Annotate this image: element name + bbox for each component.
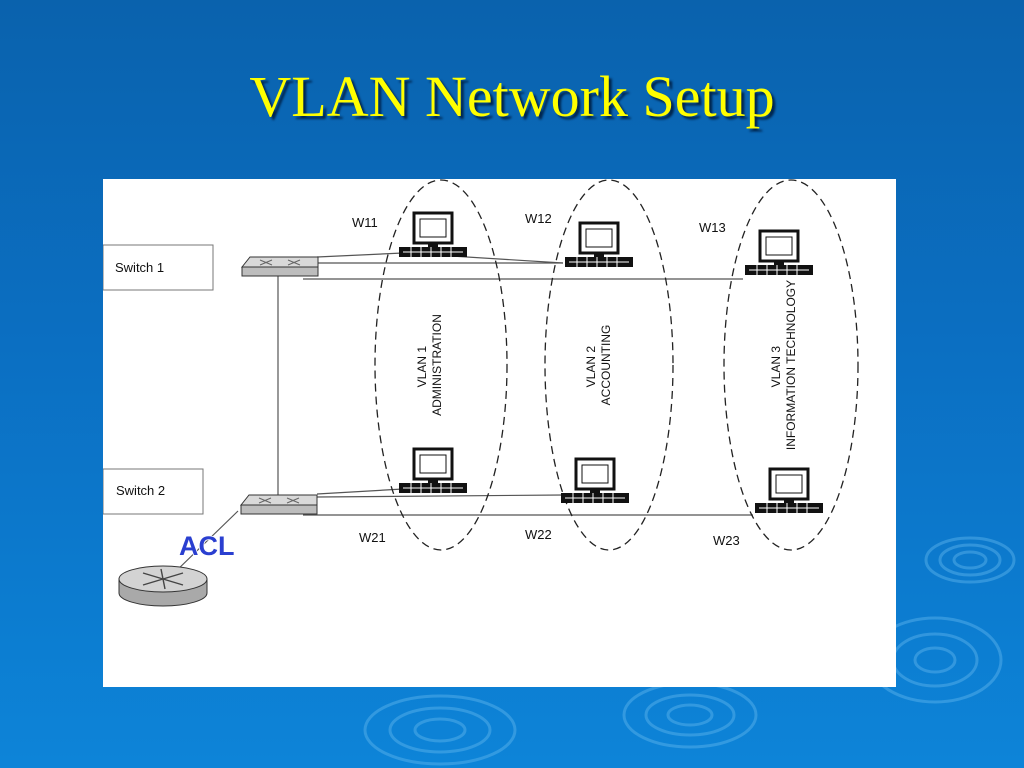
vlan-diagram: Switch 1 Switch 2 W11 W12 W13 W21 W22 W2… (103, 179, 896, 687)
switch-2-icon (240, 494, 318, 515)
workstation-w23-label: W23 (713, 533, 740, 548)
vlan-2-label: VLAN 2 ACCOUNTING (584, 325, 613, 406)
vlan-1-label: VLAN 1 ADMINISTRATION (415, 314, 444, 416)
workstation-w21-label: W21 (359, 530, 386, 545)
vlan-2-boundary (544, 179, 674, 551)
switch-2-links (303, 488, 753, 516)
slide-title: VLAN Network Setup (249, 64, 775, 129)
vlan-3-boundary (723, 179, 859, 551)
router-icon (118, 565, 208, 607)
workstation-w11-icon (397, 211, 469, 259)
router-link (172, 510, 239, 575)
workstation-w13-icon (743, 229, 815, 277)
switch-1-links (303, 252, 743, 280)
network-diagram-svg: Switch 1 Switch 2 W11 W12 W13 W21 W22 W2… (103, 179, 859, 607)
workstation-w21-icon (397, 447, 469, 495)
workstation-w22-label: W22 (525, 527, 552, 542)
workstation-w22-icon (559, 457, 631, 505)
switch-1-icon (241, 256, 319, 277)
vlan-3-label: VLAN 3 INFORMATION TECHNOLOGY (769, 280, 798, 450)
workstation-w11-label: W11 (352, 215, 378, 230)
workstation-w12-label: W12 (525, 211, 552, 226)
workstation-w13-label: W13 (699, 220, 726, 235)
vlan-1-boundary (374, 179, 508, 551)
acl-label: ACL (179, 531, 235, 561)
switch-2-label-box: Switch 2 (103, 468, 204, 515)
switch-1-label-box: Switch 1 (103, 244, 214, 291)
switch-1-label: Switch 1 (115, 260, 164, 275)
workstation-w12-icon (563, 221, 635, 269)
workstation-w23-icon (753, 467, 825, 515)
switch-2-label: Switch 2 (116, 483, 165, 498)
